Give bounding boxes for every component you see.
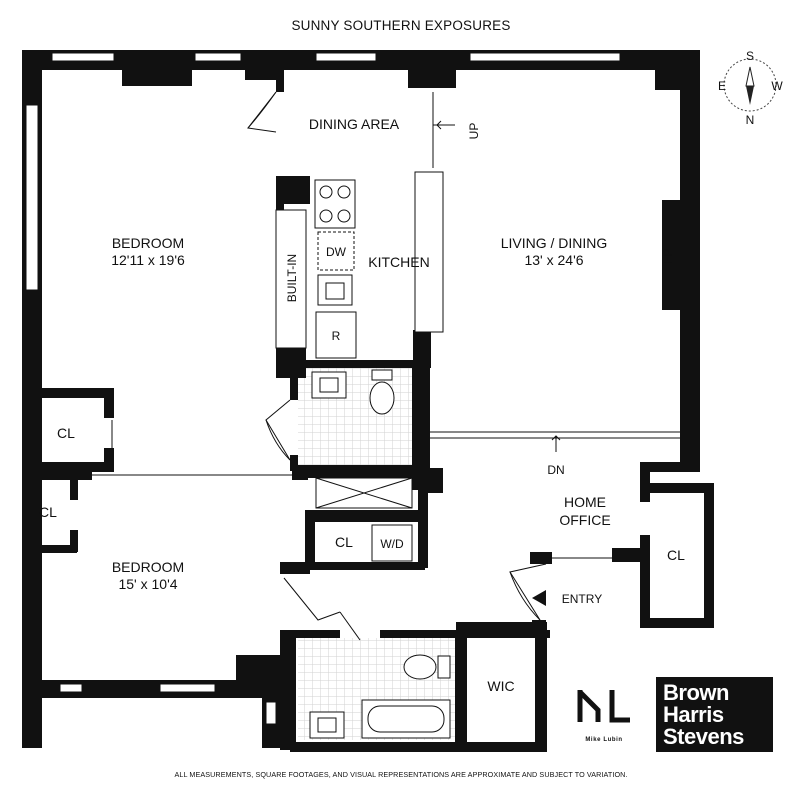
washer-dryer-label: W/D [380,537,404,551]
living-size: 13' x 24'6 [524,252,583,268]
bedroom1-name: BEDROOM [112,235,184,251]
compass-icon [723,58,777,112]
up-label: UP [467,123,481,140]
dining-area-label: DINING AREA [309,116,400,132]
disclaimer: ALL MEASUREMENTS, SQUARE FOOTAGES, AND V… [174,770,627,779]
fireplace-label: FP [661,248,675,263]
dn-label: DN [547,463,564,477]
closet-label-2: CL [39,504,57,520]
plan-title: SUNNY SOUTHERN EXPOSURES [291,18,510,33]
compass-s: S [746,49,754,63]
builtin-label: BUILT-IN [285,254,299,302]
closet-label-1: CL [57,425,75,441]
refrigerator-label: R [332,329,341,343]
entry-label: ENTRY [562,592,602,606]
closet-label-4: CL [667,547,685,563]
living-name: LIVING / DINING [501,235,608,251]
brand-line2: Harris [663,702,724,727]
bathroom-fixtures [309,369,451,739]
brand-block [656,677,773,752]
mike-lubin-logo [577,690,630,723]
bedroom1-size: 12'11 x 19'6 [111,252,185,268]
home-office-line1: HOME [564,494,606,510]
windows [25,52,621,725]
agent-name: Mike Lubin [585,737,622,743]
compass-n: N [746,113,755,127]
stair-arrows [436,120,561,452]
bedroom2-name: BEDROOM [112,559,184,575]
entry-arrow-icon [532,590,546,606]
closet-label-3: CL [335,534,353,550]
doors [92,91,680,641]
bedroom2-size: 15' x 10'4 [118,576,177,592]
compass-w: W [771,79,783,93]
wic-label: WIC [487,678,514,694]
brand-line1: Brown [663,680,729,705]
compass-e: E [718,79,726,93]
kitchen-fixtures [275,92,455,359]
dw-label: DW [326,245,347,259]
brand-line3: Stevens [663,724,744,749]
kitchen-label: KITCHEN [368,254,429,270]
home-office-line2: OFFICE [559,512,610,528]
